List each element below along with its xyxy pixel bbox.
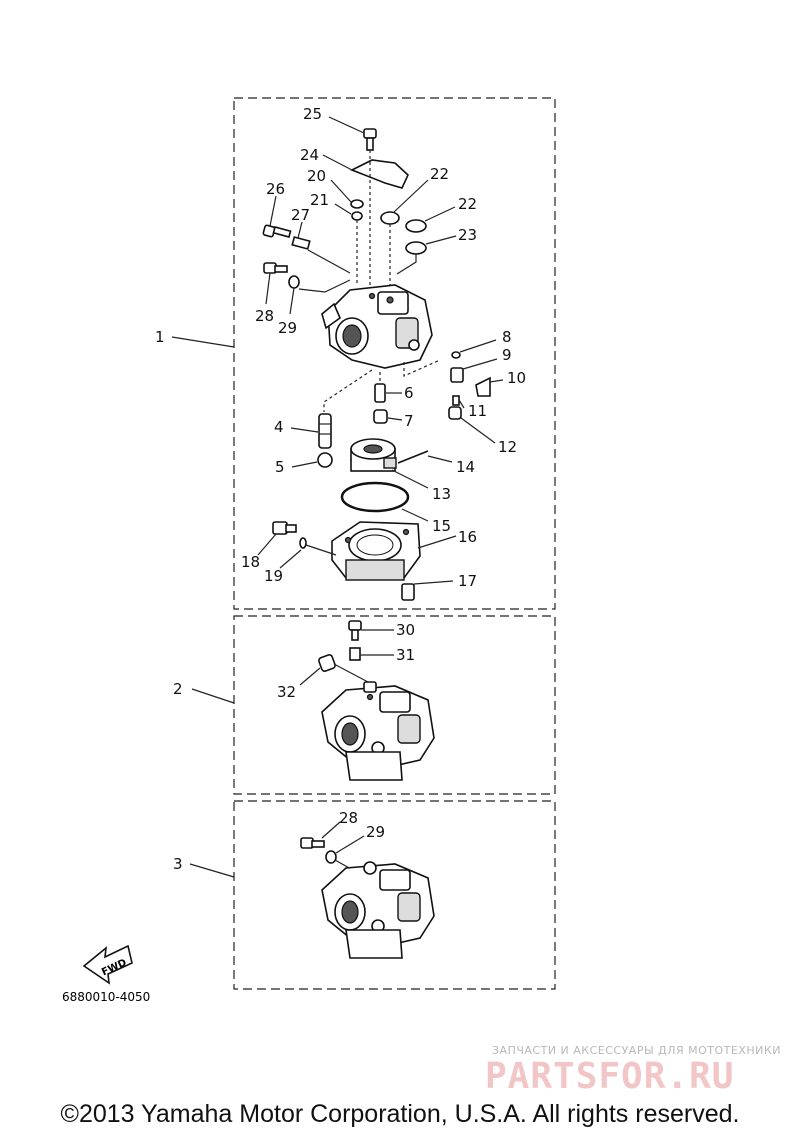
part-15-gasket [340,481,410,513]
part-label-22b: 22 [458,195,477,213]
part-label-12: 12 [498,438,517,456]
part-label-20: 20 [307,167,326,185]
part-25-screw [363,128,377,151]
part-13-float [350,438,397,472]
part-label-15: 15 [432,517,451,535]
copyright-notice: ©2013 Yamaha Motor Corporation, U.S.A. A… [60,1100,740,1128]
assembly-label-2: 2 [173,680,183,698]
part-19-oring [299,537,307,549]
watermark-logo: PARTSFOR.RU [485,1056,735,1097]
part-29-washer [288,275,300,289]
carburetor-assembly-3 [321,861,435,959]
part-label-29b: 29 [366,823,385,841]
part-32-cap [318,654,336,672]
part-label-30: 30 [396,621,415,639]
part-label-13: 13 [432,485,451,503]
part-26-screw [262,224,292,238]
part-label-17: 17 [458,572,477,590]
part-label-28a: 28 [255,307,274,325]
part-14-pin [397,450,429,464]
part-7-jet [373,409,388,424]
part-18-screw [272,521,297,535]
part-label-22a: 22 [430,165,449,183]
part-label-32: 32 [277,683,296,701]
part-20-cap [350,199,364,209]
part-label-8: 8 [502,328,512,346]
part-5-jet [317,452,333,468]
fwd-arrow-icon: FWD [82,944,133,985]
part-21-ring [351,211,363,221]
part-23-seal [405,241,427,255]
part-12-plug [448,406,462,420]
part-label-10: 10 [507,369,526,387]
part-8-ring [451,351,461,359]
assembly-label-3: 3 [173,855,183,873]
part-31-spring [349,647,361,661]
part-6-jet [374,383,386,403]
part-label-27: 27 [291,206,310,224]
part-9-jet [450,367,464,383]
part-label-18: 18 [241,553,260,571]
part-22-plug-b [405,219,427,233]
part-10-clip [475,376,491,397]
part-label-29a: 29 [278,319,297,337]
diagram-code: 6880010-4050 [62,990,150,1004]
assembly-box-2 [233,615,556,795]
part-16-float-bowl [331,521,421,581]
part-label-21: 21 [310,191,329,209]
part-label-19: 19 [264,567,283,585]
part-label-25: 25 [303,105,322,123]
part-label-24: 24 [300,146,319,164]
part-label-11: 11 [468,402,487,420]
assembly-label-1: 1 [155,328,165,346]
part-label-23: 23 [458,226,477,244]
part-label-9: 9 [502,346,512,364]
part-4-needle-jet [318,413,332,449]
part-27-spring [291,236,311,250]
part-11-pin [452,395,460,406]
part-24-plate [350,159,409,189]
assembly-box-1 [233,97,556,610]
part-22-plug-a [380,211,400,225]
part-17-drain-screw [401,583,415,601]
part-label-16: 16 [458,528,477,546]
part-label-26: 26 [266,180,285,198]
part-28-screw [263,262,288,274]
part-30-screw [348,620,362,641]
part-label-6: 6 [404,384,414,402]
part-label-4: 4 [274,418,284,436]
part-label-5: 5 [275,458,285,476]
part-label-31: 31 [396,646,415,664]
part-label-14: 14 [456,458,475,476]
carburetor-body-1 [321,284,433,369]
part-28-screw-b [300,837,325,849]
assembly-box-3 [233,800,556,990]
part-29-washer-b [325,850,337,864]
watermark-tagline: ЗАПЧАСТИ И АКСЕССУАРЫ ДЛЯ МОТОТЕХНИКИ [492,1044,781,1057]
carburetor-assembly-2 [321,681,435,781]
part-label-28b: 28 [339,809,358,827]
part-label-7: 7 [404,412,414,430]
